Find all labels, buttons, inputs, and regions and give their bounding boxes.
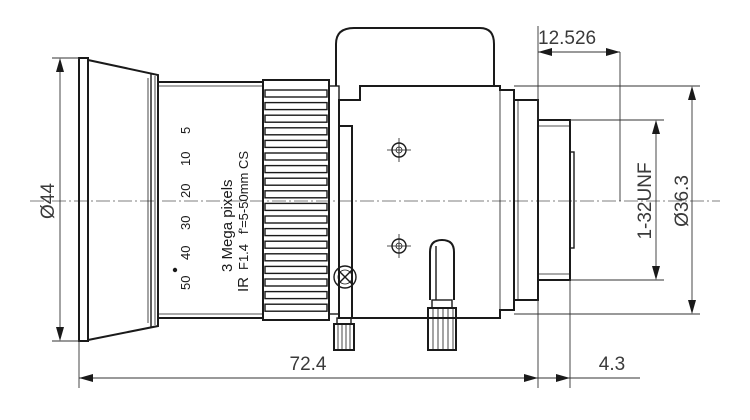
spec-engraving-line1: 3 Mega pixels [219, 179, 236, 272]
knurl-rib [264, 278, 328, 287]
knurl-rib [264, 265, 328, 275]
knurl-rib [264, 152, 328, 161]
knurl-rib [264, 89, 328, 98]
knurl-rib [264, 190, 328, 199]
knurl-rib [264, 303, 328, 312]
knurl-rib [264, 139, 328, 149]
rear-mount [513, 99, 575, 301]
zoom-ring [262, 79, 330, 321]
knurl-rib [264, 114, 328, 123]
knurl-rib [264, 164, 328, 174]
screw-marker-upper [387, 138, 411, 162]
screw-marker-lower [387, 234, 411, 258]
front-hood [78, 57, 159, 342]
knurl-rib [264, 240, 328, 249]
spec-aperture: F1.4 [236, 244, 251, 270]
focus-thumbscrew [333, 317, 355, 351]
focus-scale-50: 50 [178, 276, 193, 290]
focus-scale: 50 40 30 20 10 5 [178, 127, 193, 290]
spec-engraving-line2: IR F1.4 f'=5-50mm CS [235, 151, 252, 292]
dim-flange-depth [537, 26, 621, 201]
iris-lever [427, 238, 457, 351]
focus-scale-10: 10 [178, 152, 193, 166]
focus-scale-30: 30 [178, 216, 193, 230]
knurl-rib [264, 253, 328, 262]
lock-screw [333, 265, 357, 289]
dim-rear-diameter-label: Ø36.3 [672, 175, 693, 227]
focus-index-dot [172, 267, 178, 273]
knurl-rib [264, 290, 328, 300]
spec-focal: f'=5-50mm CS [236, 151, 251, 234]
dim-front-diameter-label: Ø44 [38, 183, 59, 219]
knurl-rib [264, 127, 328, 136]
dim-rear-offset-label: 4.3 [599, 354, 625, 375]
dim-rear-diameter [514, 85, 700, 315]
dim-rear-offset [538, 280, 640, 388]
lens-housing [328, 27, 515, 319]
knurl-rib [264, 202, 328, 212]
focus-scale-40: 40 [178, 246, 193, 260]
knurl-rib [264, 227, 328, 237]
dim-flange-depth-label: 12.526 [538, 28, 596, 49]
dim-mount-thread [570, 119, 664, 281]
dim-front-diameter [52, 57, 79, 342]
focus-scale-20: 20 [178, 184, 193, 198]
knurl-rib [264, 177, 328, 186]
knurl-rib [264, 101, 328, 111]
knurl-rib [264, 215, 328, 224]
dim-overall-length [78, 300, 539, 388]
dim-overall-length-label: 72.4 [290, 354, 327, 375]
dim-mount-thread-label: 1-32UNF [635, 162, 656, 239]
focus-scale-5: 5 [178, 127, 193, 134]
spec-prefix: IR [235, 277, 252, 292]
svg-text:3 Mega pixels: 3 Mega pixels [219, 179, 236, 272]
